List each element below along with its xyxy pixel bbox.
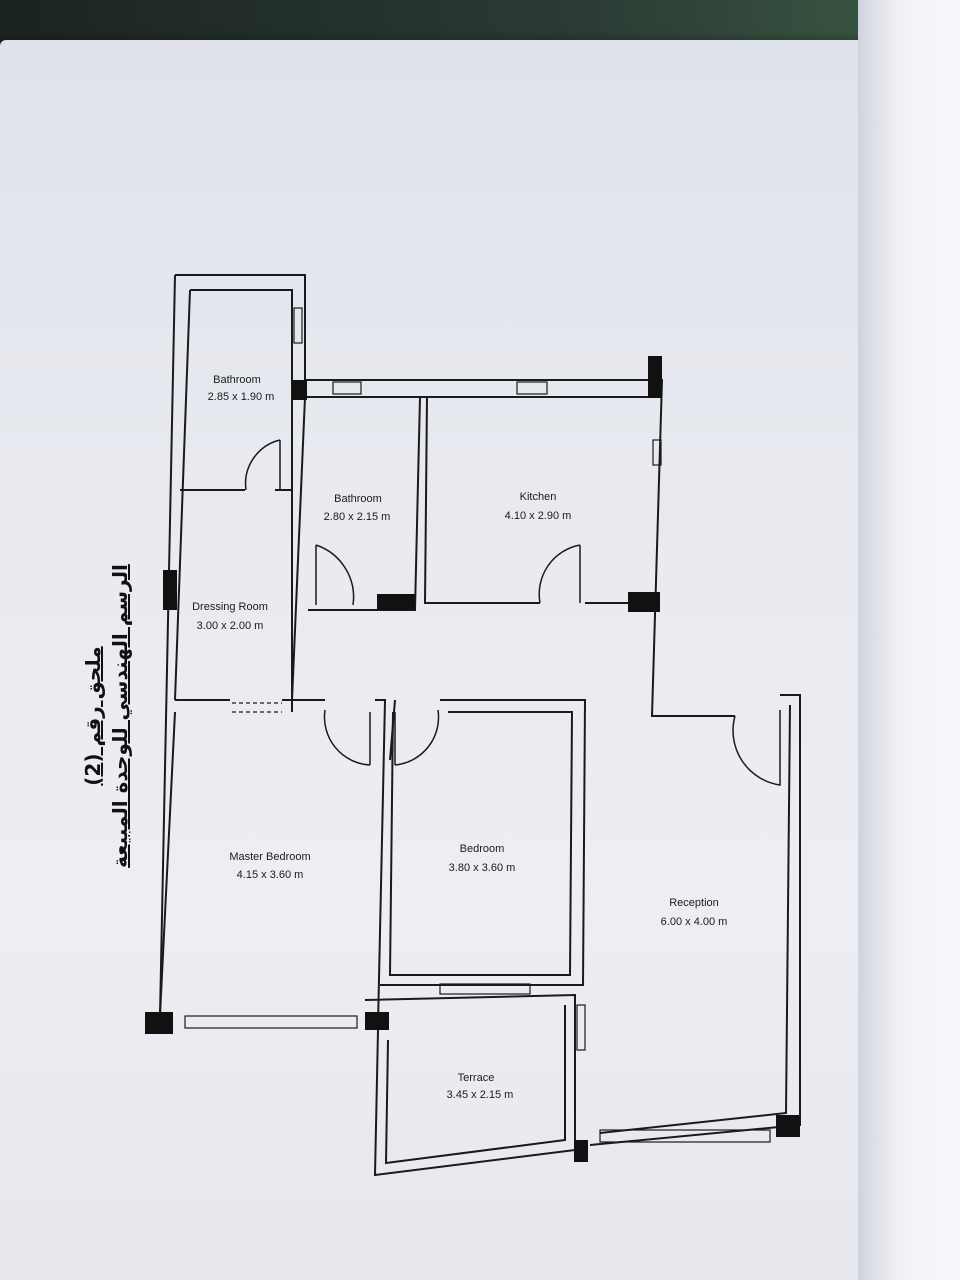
appendix-number: ملحق رقم (2) xyxy=(81,646,105,786)
window-kitchen-side xyxy=(652,439,662,466)
terrace-name: Terrace xyxy=(458,1072,495,1084)
kitchen-dims: 4.10 x 2.90 m xyxy=(505,510,572,522)
window-bedroom xyxy=(439,983,531,995)
bedroom-dims: 3.80 x 3.60 m xyxy=(449,862,516,874)
reception-dims: 6.00 x 4.00 m xyxy=(661,916,728,928)
column-8 xyxy=(574,1140,588,1162)
wall-left-column xyxy=(159,274,306,1016)
master-bedroom-dims: 4.15 x 3.60 m xyxy=(237,869,304,881)
terrace-dims: 3.45 x 2.15 m xyxy=(447,1089,514,1101)
column-3 xyxy=(163,570,177,610)
door-master xyxy=(323,709,371,766)
window-terrace xyxy=(576,1004,586,1051)
bathroom-1-dims: 2.85 x 1.90 m xyxy=(208,391,275,403)
doors xyxy=(244,439,781,786)
walls xyxy=(159,274,801,1177)
document-page xyxy=(0,40,900,1280)
wall-reception xyxy=(589,694,801,1146)
dressing-room-name: Dressing Room xyxy=(192,601,268,613)
column-9 xyxy=(776,1115,800,1137)
column-2 xyxy=(648,356,662,398)
door-kitchen xyxy=(538,544,581,604)
appendix-title: الرسم الهندسي للوحدة المبيعة xyxy=(108,564,132,868)
door-bath2 xyxy=(315,544,355,606)
window-kitchen xyxy=(516,381,548,395)
bathroom-2-name: Bathroom xyxy=(334,493,382,505)
door-bath1 xyxy=(244,439,281,491)
reception-name: Reception xyxy=(669,897,719,909)
window-bath2 xyxy=(332,381,362,395)
wall-bath2 xyxy=(291,396,421,701)
room-labels: Bathroom 2.85 x 1.90 m Bathroom 2.80 x 2… xyxy=(192,374,727,1101)
next-page-edge xyxy=(858,0,960,1280)
kitchen-name: Kitchen xyxy=(520,491,557,503)
door-bedroom xyxy=(394,709,440,766)
column-5 xyxy=(628,592,660,612)
column-1 xyxy=(292,380,307,400)
master-bedroom-name: Master Bedroom xyxy=(229,851,310,863)
wall-terrace xyxy=(364,993,576,1177)
column-6 xyxy=(145,1012,173,1034)
bathroom-1-name: Bathroom xyxy=(213,374,261,386)
window-reception xyxy=(599,1129,771,1143)
column-4 xyxy=(377,594,415,610)
window-bath1 xyxy=(293,307,303,344)
column-7 xyxy=(365,1012,389,1030)
bathroom-2-dims: 2.80 x 2.15 m xyxy=(324,511,391,523)
windows xyxy=(184,307,771,1143)
dressing-room-dims: 3.00 x 2.00 m xyxy=(197,620,264,632)
bedroom-name: Bedroom xyxy=(460,843,505,855)
door-reception xyxy=(732,710,781,786)
wall-left-column-inner xyxy=(174,289,293,701)
wall-bedroom-inner xyxy=(388,711,574,976)
wall-corridor xyxy=(159,699,325,1016)
appendix-heading: ملحق رقم (2) الرسم الهندسي للوحدة المبيع… xyxy=(80,536,140,896)
window-master xyxy=(184,1015,358,1029)
columns xyxy=(145,356,800,1162)
wall-top xyxy=(305,379,650,398)
